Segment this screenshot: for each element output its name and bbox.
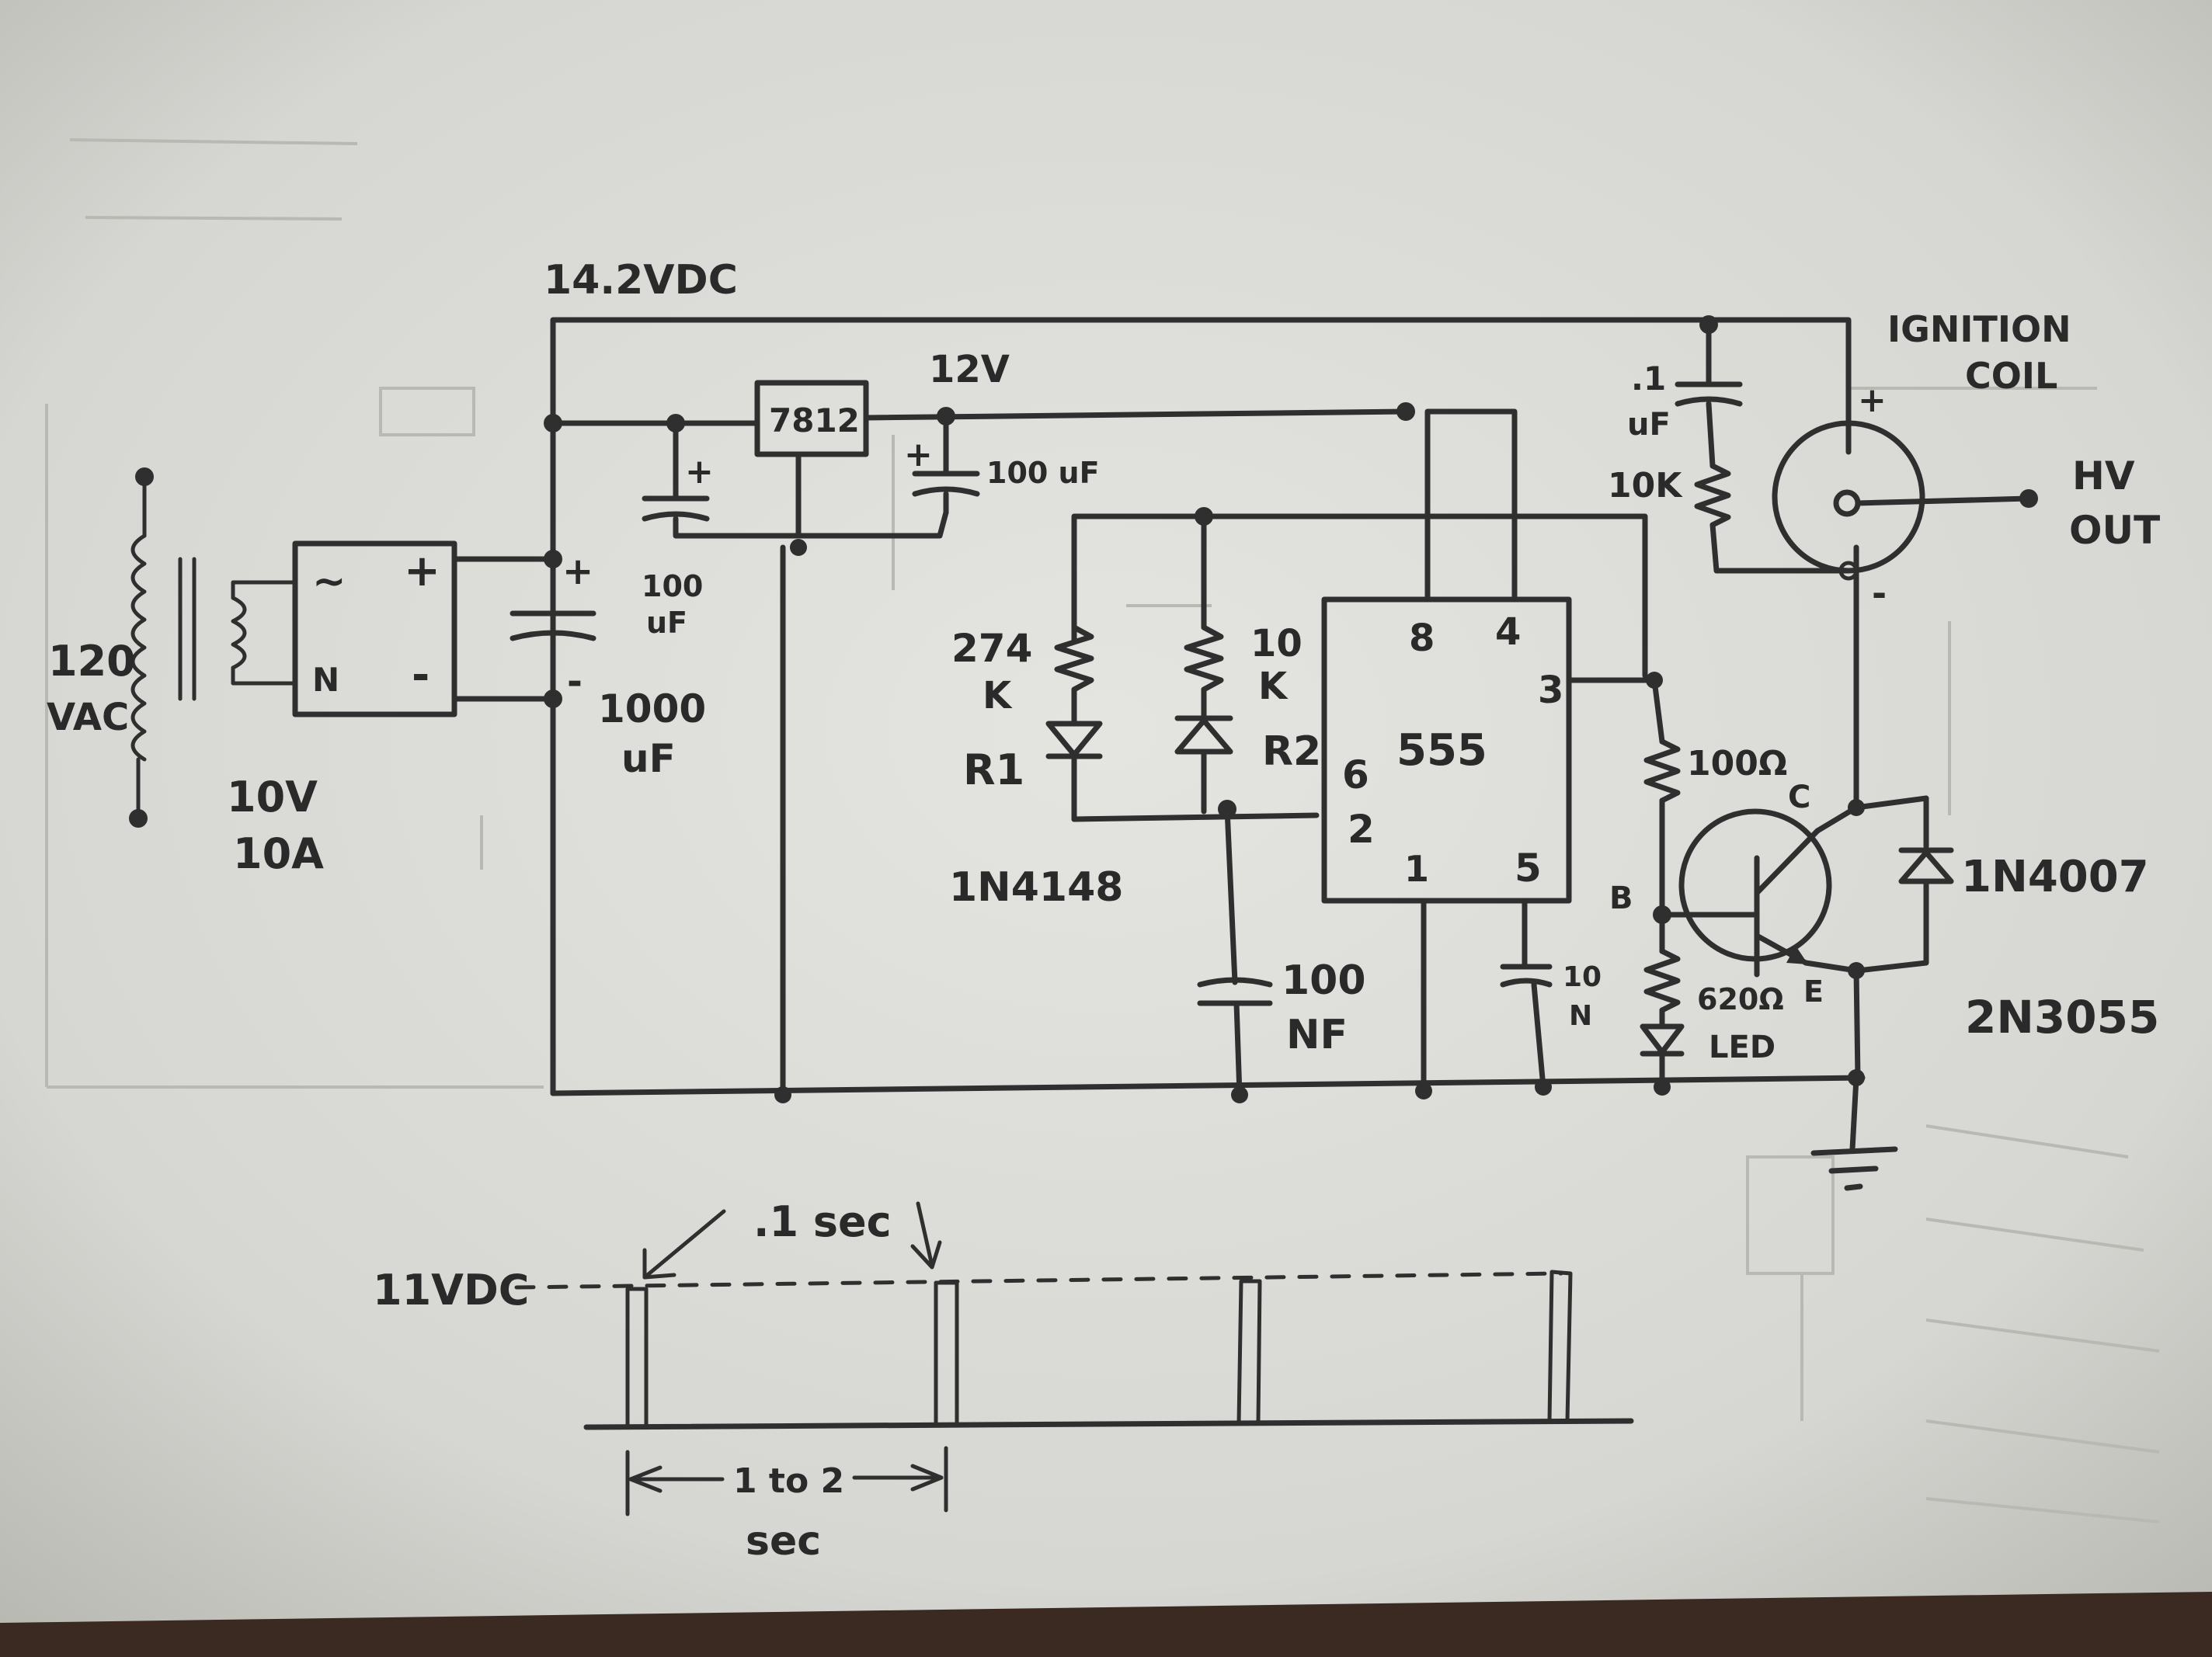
ground-symbol bbox=[1810, 1075, 1898, 1191]
ghost-marks bbox=[45, 138, 2160, 1523]
r1-value: 274 bbox=[951, 626, 1032, 671]
pin-4: 4 bbox=[1495, 610, 1521, 654]
r2-name: R2 bbox=[1262, 728, 1321, 775]
t-c-label: C bbox=[1788, 780, 1810, 815]
diode-1n4148-label: 1N4148 bbox=[949, 864, 1123, 911]
bridge-minus: - bbox=[412, 650, 430, 700]
paper-bottom-edge bbox=[0, 1592, 2212, 1657]
bridge-ac-2: N bbox=[312, 661, 339, 699]
snubber-cap-value: .1 bbox=[1631, 360, 1666, 398]
timing-network: 274 K R1 1N4148 10 K R2 100 NF bbox=[949, 507, 1648, 1098]
paper bbox=[0, 0, 2212, 1623]
pin-3: 3 bbox=[1538, 669, 1563, 712]
r-led-label: 620Ω bbox=[1697, 982, 1784, 1016]
transistor-label: 2N3055 bbox=[1965, 991, 2159, 1044]
coil-minus: - bbox=[1872, 572, 1887, 614]
coil-plus: + bbox=[1858, 380, 1887, 420]
output-cap-value: 100 uF bbox=[986, 456, 1100, 490]
pin-1: 1 bbox=[1404, 848, 1429, 890]
main-filter-capacitor: + - 1000 uF bbox=[510, 414, 706, 781]
ignition-coil: + - IGNITION COIL HV OUT bbox=[1772, 308, 2160, 811]
coil-label-line-2: COIL bbox=[1965, 355, 2057, 397]
input-cap-value: 100 bbox=[642, 569, 703, 603]
main-cap-minus: - bbox=[567, 660, 583, 703]
reg-voltage-label: 12V bbox=[929, 348, 1010, 391]
base-drive: 100Ω B 620Ω LED bbox=[1609, 677, 1787, 1090]
timing-cap-unit: NF bbox=[1286, 1012, 1348, 1058]
pulse-4 bbox=[1547, 1270, 1573, 1423]
input-cap-unit: uF bbox=[646, 606, 687, 640]
diode-1n4007-label: 1N4007 bbox=[1961, 852, 2149, 902]
period-label: 1 to 2 bbox=[733, 1461, 844, 1501]
main-cap-plus: + bbox=[562, 550, 593, 593]
hv-out-line-2: OUT bbox=[2069, 508, 2160, 553]
supply-rail: 14.2VDC bbox=[544, 257, 1852, 1096]
pulse-2 bbox=[934, 1280, 959, 1426]
t-b-label: B bbox=[1609, 881, 1633, 916]
snubber-cap-unit: uF bbox=[1627, 407, 1671, 443]
waveform-voltage: 11VDC bbox=[373, 1266, 529, 1315]
cap-10n-unit: N bbox=[1569, 1000, 1592, 1032]
cap-10n-value: 10 bbox=[1563, 961, 1602, 993]
pulse-1 bbox=[625, 1287, 649, 1429]
ic-label: 555 bbox=[1396, 725, 1487, 776]
main-cap-unit: uF bbox=[621, 736, 676, 781]
supply-voltage-label: 14.2VDC bbox=[544, 257, 738, 304]
input-cap-plus: + bbox=[685, 452, 714, 492]
bridge-ac-1: ~ bbox=[312, 558, 346, 605]
snubber-res-label: 10K bbox=[1608, 466, 1683, 505]
timing-cap-value: 100 bbox=[1282, 957, 1366, 1004]
regulator-section: 7812 + 100 uF + 100 uF 12V bbox=[550, 348, 1415, 1098]
pulse-width-label: .1 sec bbox=[753, 1197, 892, 1246]
regulator-label: 7812 bbox=[769, 401, 860, 439]
bridge-rectifier: ~ N + - bbox=[292, 540, 556, 717]
pin-2: 2 bbox=[1348, 807, 1375, 852]
mains-voltage-unit: VAC bbox=[47, 696, 129, 739]
ic-555: 555 8 4 3 6 2 1 5 10 N bbox=[1321, 408, 1663, 1094]
r1-unit: K bbox=[983, 674, 1013, 717]
r2-unit: K bbox=[1258, 665, 1289, 708]
mains-voltage-value: 120 bbox=[48, 637, 136, 686]
pin-8: 8 bbox=[1409, 617, 1435, 660]
r1-name: R1 bbox=[963, 745, 1024, 794]
pin-6: 6 bbox=[1342, 752, 1369, 797]
snubber: .1 uF 10K bbox=[1608, 315, 1852, 574]
r-base-label: 100Ω bbox=[1687, 744, 1787, 783]
coil-label-line-1: IGNITION bbox=[1887, 308, 2071, 350]
led-label: LED bbox=[1709, 1030, 1776, 1065]
hv-out-line-1: HV bbox=[2072, 453, 2135, 498]
pin-5: 5 bbox=[1515, 846, 1542, 891]
output-cap-plus: + bbox=[904, 435, 933, 474]
main-cap-value: 1000 bbox=[598, 686, 706, 731]
period-unit: sec bbox=[746, 1518, 821, 1565]
bridge-plus: + bbox=[404, 546, 440, 596]
transformer-voltage: 10V bbox=[227, 773, 318, 822]
transformer-current: 10A bbox=[233, 829, 324, 878]
transformer: 120 VAC 10V 10A bbox=[47, 467, 324, 878]
waveform: 11VDC .1 sec 1 to 2 sec bbox=[373, 1197, 1634, 1565]
r2-value: 10 bbox=[1250, 622, 1303, 665]
t-e-label: E bbox=[1803, 974, 1824, 1009]
pulse-3 bbox=[1236, 1279, 1262, 1425]
